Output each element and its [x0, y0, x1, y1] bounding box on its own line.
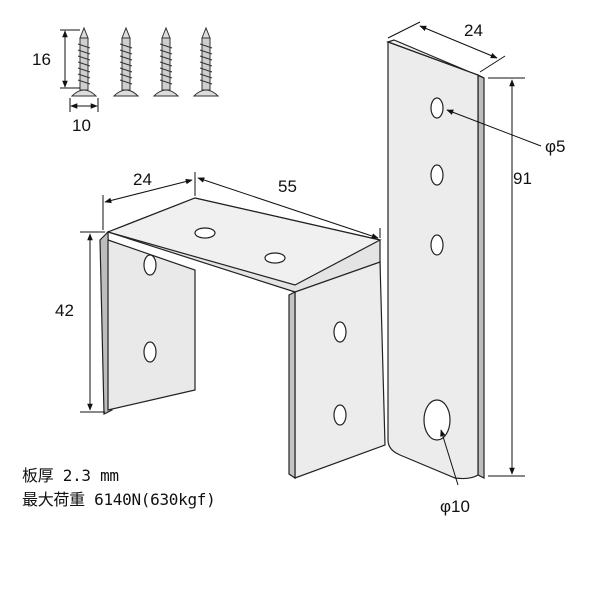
screw-length-label: 16: [32, 50, 51, 69]
max-load-note: 最大荷重 6140N(630kgf): [22, 490, 216, 509]
screws: [70, 26, 219, 97]
bracket-depth-label: 24: [133, 170, 152, 189]
large-hole-label: φ10: [440, 497, 470, 516]
dimension-lines: [80, 21, 542, 486]
screw-head-label: 10: [72, 116, 91, 135]
plate-length-label: 91: [513, 169, 532, 188]
thickness-note: 板厚 2.3 mm: [22, 466, 119, 485]
u-bracket: [99, 197, 386, 480]
bracket-width-label: 55: [278, 177, 297, 196]
bracket-height-label: 42: [55, 301, 74, 320]
vertical-plate: [386, 39, 485, 480]
small-hole-label: φ5: [545, 137, 565, 156]
screw-dimensions: [60, 29, 99, 112]
plate-width-label: 24: [464, 21, 483, 40]
